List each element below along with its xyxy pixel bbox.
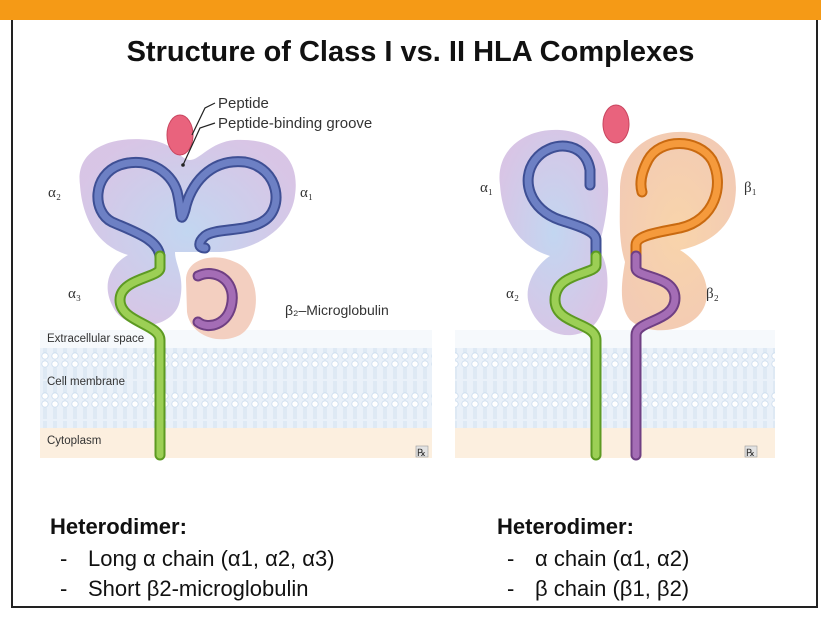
class2-logo-badge — [744, 445, 758, 458]
class1-heterodimer-item: -Short β2-microglobulin — [60, 576, 309, 601]
class2-alpha2-label: α₂ — [506, 286, 519, 302]
class1-alpha3-label: α₃ — [68, 286, 81, 302]
class2-alpha2-chain-inner — [551, 252, 600, 459]
class1-peptide — [166, 114, 194, 156]
class2-beta2-label: β₂ — [706, 286, 719, 302]
class1-cytoplasm-region — [40, 428, 432, 458]
class2-alpha1-chain-inner — [524, 142, 600, 262]
class2-heterodimer-block: Heterodimer: -α chain (α1, α2) -β chain … — [497, 514, 797, 606]
class2-beta1-label: β₁ — [744, 180, 757, 196]
class2-heterodimer-item: -α chain (α1, α2) — [507, 546, 690, 571]
class2-logo-mark: ℞ — [746, 448, 755, 459]
class1-cell-membrane — [40, 348, 432, 428]
class2-heterodimer-heading: Heterodimer: — [497, 514, 634, 539]
class2-cell-membrane — [455, 348, 775, 428]
class2-peptide — [602, 104, 630, 144]
class2-cytoplasm-region — [455, 428, 775, 458]
class1-extracellular-label: Extracellular space — [47, 333, 144, 345]
class2-diagram: α₁ β₁ α₂ β₂ ℞ — [455, 104, 775, 461]
class1-alpha12-chain-inner — [94, 158, 280, 262]
class1-alpha3-chain-inner — [116, 252, 164, 459]
class1-diagram: Peptide Peptide-binding groove α₂ α₁ α₃ … — [40, 95, 432, 461]
class2-alpha1-label: α₁ — [480, 180, 493, 196]
class2-beta2-chain-inner — [632, 252, 679, 459]
class1-heterodimer-heading: Heterodimer: — [50, 514, 187, 539]
class1-heterodimer-block: Heterodimer: -Long α chain (α1, α2, α3) … — [50, 514, 410, 606]
class1-b2m-chain-inner — [194, 270, 236, 329]
class1-groove-label: Peptide-binding groove — [218, 115, 372, 132]
class1-membrane-label: Cell membrane — [47, 376, 125, 388]
class1-peptide-leader — [191, 102, 216, 136]
class1-peptide-label: Peptide — [218, 95, 269, 112]
class1-groove-dot — [181, 163, 185, 167]
class2-heterodimer-item: -β chain (β1, β2) — [507, 576, 690, 601]
slide-frame — [11, 20, 818, 608]
class1-alpha2-label: α₂ — [48, 185, 61, 201]
slide-title: Structure of Class I vs. II HLA Complexe… — [126, 36, 695, 68]
top-accent-bar — [0, 0, 821, 20]
class1-groove-leader — [182, 122, 216, 166]
class2-beta1-chain-inner — [632, 140, 721, 262]
class2-extracellular-region — [455, 330, 775, 348]
class1-b2m-label: β₂–Microglobulin — [285, 302, 389, 318]
class1-logo-badge — [415, 445, 429, 458]
class1-cytoplasm-label: Cytoplasm — [47, 435, 101, 447]
class1-alpha1-label: α₁ — [300, 185, 313, 201]
class1-extracellular-region — [40, 330, 432, 348]
class1-logo-mark: ℞ — [417, 448, 426, 459]
class1-heterodimer-item: -Long α chain (α1, α2, α3) — [60, 546, 335, 571]
